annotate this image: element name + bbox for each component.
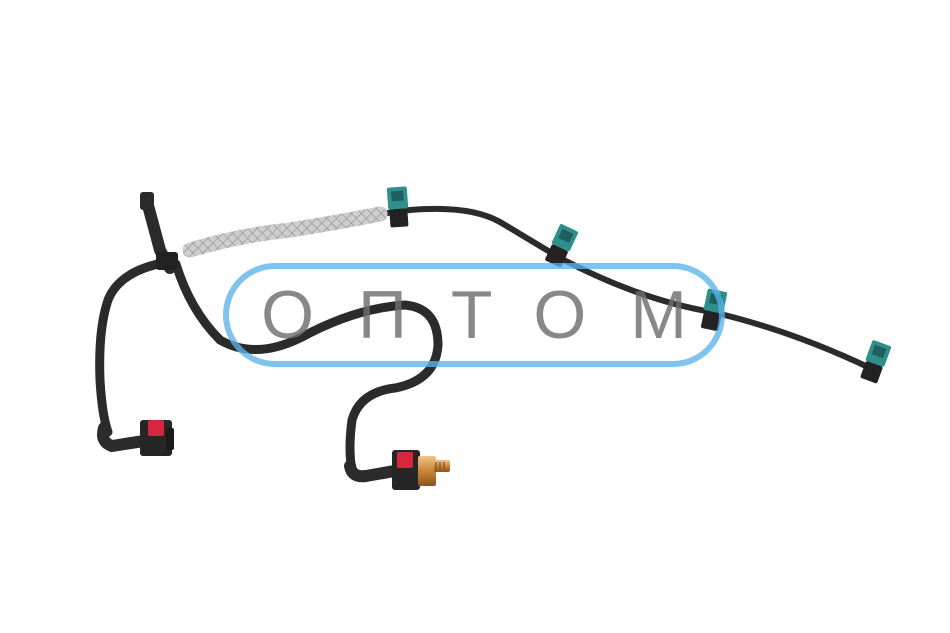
injector-connector-1 xyxy=(386,186,409,228)
t-junction xyxy=(156,252,178,270)
left-hose xyxy=(95,257,173,437)
bottom-quick-connector xyxy=(344,450,450,490)
braided-hose-section xyxy=(182,206,388,258)
loop-hose xyxy=(171,259,443,475)
left-connector-release-tab xyxy=(148,420,164,436)
left-quick-connector xyxy=(97,420,174,456)
bottom-connector-release-tab xyxy=(397,452,413,468)
injector-connector-4 xyxy=(860,340,891,384)
injector-connector-2 xyxy=(545,224,579,268)
main-return-line xyxy=(377,205,873,371)
